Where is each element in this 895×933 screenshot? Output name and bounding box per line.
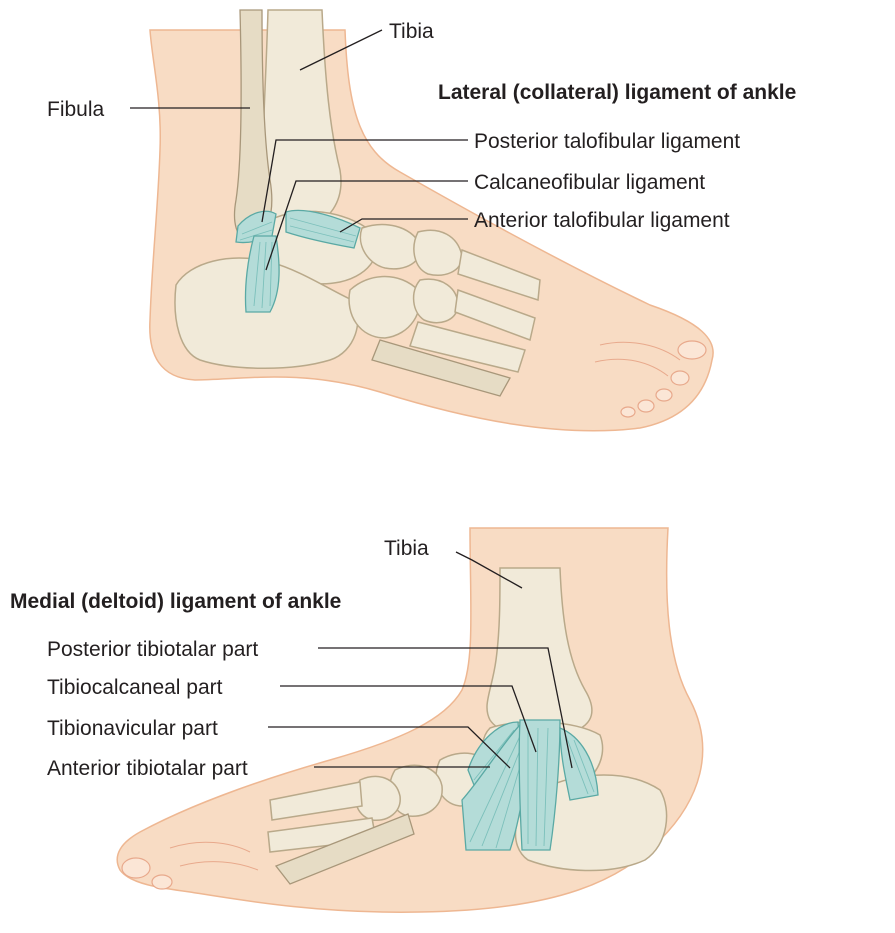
label-tibia-lateral: Tibia — [389, 20, 434, 43]
label-calcaneofibular: Calcaneofibular ligament — [474, 171, 705, 194]
toenail — [671, 371, 689, 385]
label-tibiocalcaneal: Tibiocalcaneal part — [47, 676, 223, 699]
toenail — [122, 858, 150, 878]
toenail — [678, 341, 706, 359]
lateral-view-title: Lateral (collateral) ligament of ankle — [438, 81, 796, 104]
toenail — [638, 400, 654, 412]
toenail — [621, 407, 635, 417]
toenail — [152, 875, 172, 889]
label-anterior-talofibular: Anterior talofibular ligament — [474, 209, 730, 232]
medial-labels: Tibia Medial (deltoid) ligament of ankle… — [10, 537, 429, 780]
label-posterior-talofibular: Posterior talofibular ligament — [474, 130, 740, 153]
label-fibula: Fibula — [47, 98, 105, 121]
label-tibia-medial: Tibia — [384, 537, 429, 560]
label-tibionavicular: Tibionavicular part — [47, 717, 218, 740]
medial-view-title: Medial (deltoid) ligament of ankle — [10, 590, 341, 613]
toenail — [656, 389, 672, 401]
label-anterior-tibiotalar: Anterior tibiotalar part — [47, 757, 248, 780]
label-posterior-tibiotalar: Posterior tibiotalar part — [47, 638, 258, 661]
